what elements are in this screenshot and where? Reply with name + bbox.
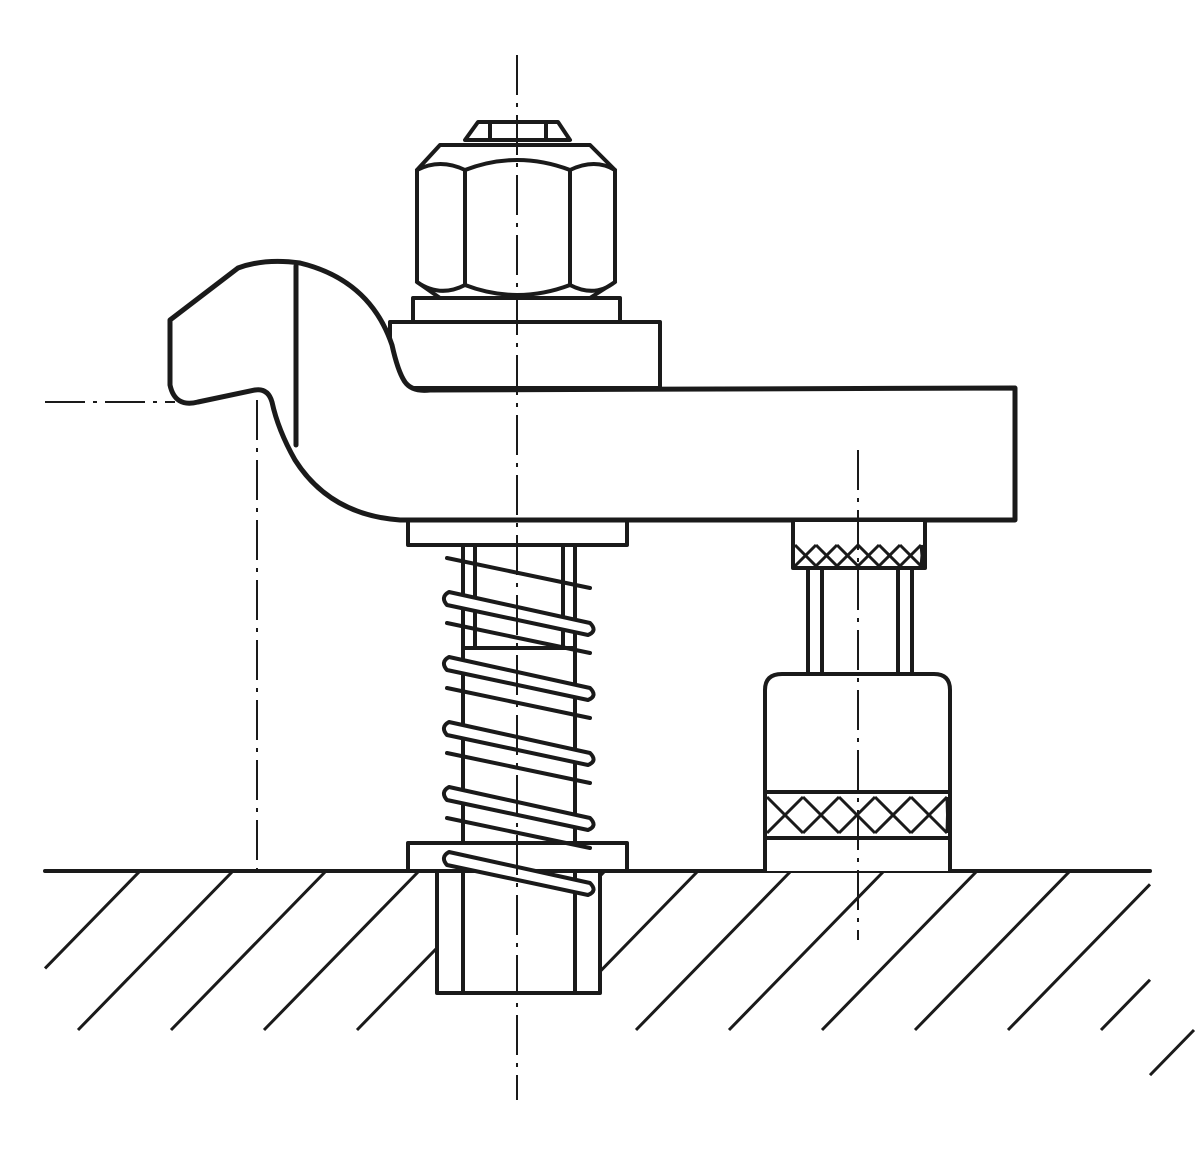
hatch-line xyxy=(355,946,439,1032)
knurl-line xyxy=(919,544,925,567)
hatch-line xyxy=(43,869,142,970)
spring-coil xyxy=(442,590,596,637)
spring-coil-back xyxy=(445,751,592,785)
hatch-line xyxy=(1006,883,1152,1032)
hatch-line xyxy=(262,869,421,1032)
hatch-line xyxy=(1148,1028,1196,1077)
clamp-body xyxy=(167,258,1018,523)
hatch-line xyxy=(727,869,886,1032)
hatch-line xyxy=(913,869,1072,1032)
knurl-line xyxy=(877,543,902,568)
center-lines xyxy=(45,55,859,1100)
knurl-line xyxy=(801,795,841,835)
spring-coil-back xyxy=(445,816,592,850)
knurl-line xyxy=(856,543,881,568)
knurl-line xyxy=(945,796,950,834)
knurl-line xyxy=(898,543,923,568)
knurled-ring-top xyxy=(793,543,925,568)
knurl-line xyxy=(814,543,839,568)
ground-hatching xyxy=(43,869,1196,1077)
spring-coil-back xyxy=(445,686,592,720)
spring-coil xyxy=(442,655,596,702)
hatch-line xyxy=(820,869,979,1032)
hatch-line xyxy=(76,869,235,1032)
compression-spring xyxy=(442,556,596,897)
hatch-line xyxy=(169,869,328,1032)
spring-coil xyxy=(442,850,596,897)
spring-coil xyxy=(442,785,596,832)
hatch-line xyxy=(634,869,793,1032)
hatch-line xyxy=(1099,978,1152,1032)
spring-coil-back xyxy=(445,556,592,590)
spring-coil xyxy=(442,720,596,767)
knurl-line xyxy=(835,543,860,568)
spherical-block xyxy=(388,320,662,390)
knurl-line xyxy=(873,795,913,835)
knurl-line xyxy=(765,795,805,835)
knurl-line xyxy=(909,795,949,835)
spring-coil-back xyxy=(445,621,592,655)
knurl-line xyxy=(793,543,818,568)
hatch-line xyxy=(598,869,700,973)
